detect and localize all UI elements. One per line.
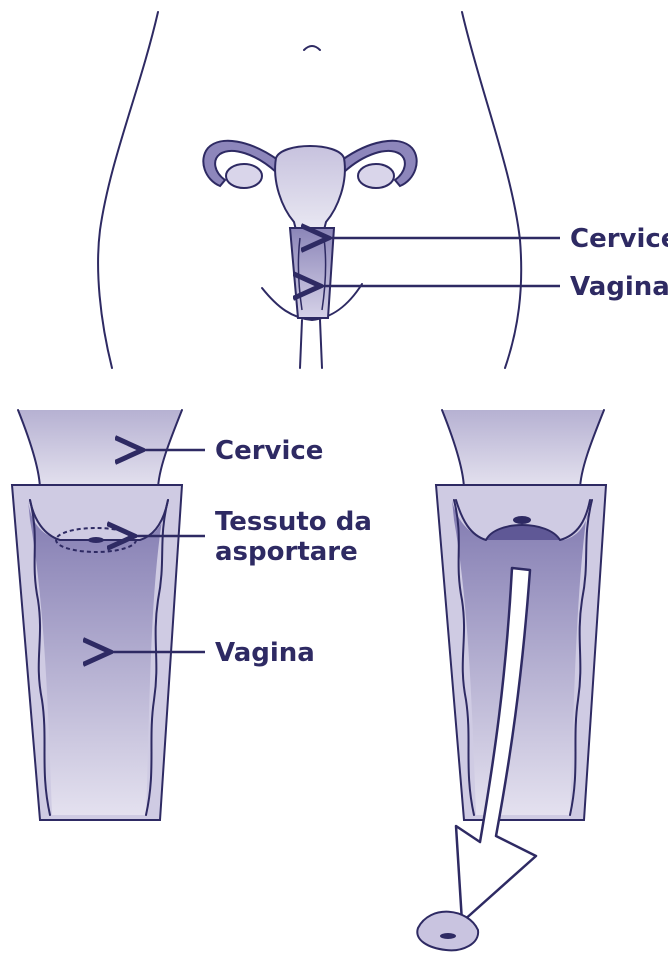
- removed-tissue: [417, 912, 478, 951]
- vagina-top: [290, 228, 334, 318]
- body-outline-left: [98, 12, 158, 368]
- os-left: [88, 537, 104, 543]
- uterus-body: [275, 146, 345, 238]
- label-left-cervice: Cervice: [215, 436, 323, 466]
- os-right: [513, 516, 531, 524]
- label-top-vagina: Vagina: [570, 272, 668, 302]
- label-left-vagina: Vagina: [215, 638, 315, 668]
- navel: [304, 46, 320, 50]
- label-left-tissue-2: asportare: [215, 537, 358, 567]
- label-left-tissue-1: Tessuto da: [215, 507, 372, 537]
- body-outline-right: [462, 12, 521, 368]
- left-detail: [12, 410, 182, 820]
- label-top-cervice: Cervice: [570, 224, 668, 254]
- removed-tissue-os: [440, 933, 456, 939]
- ovary-left: [226, 164, 262, 188]
- top-labels: Cervice Vagina: [318, 224, 668, 302]
- ovary-right: [358, 164, 394, 188]
- right-detail: [417, 410, 606, 950]
- uterus-group: [203, 141, 416, 318]
- leg-line-right: [320, 320, 322, 368]
- leg-line-left: [300, 320, 302, 368]
